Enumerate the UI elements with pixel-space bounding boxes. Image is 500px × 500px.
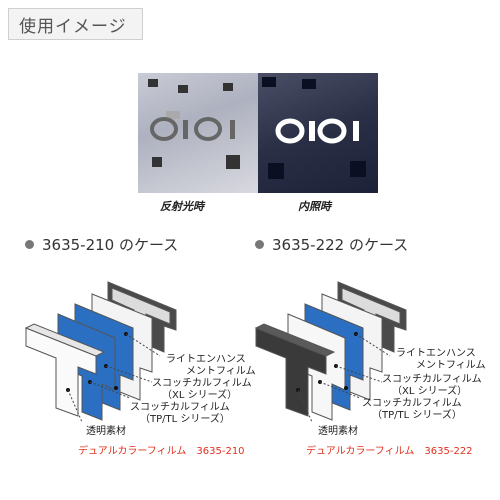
layer-diagram-222	[254, 281, 407, 423]
photo-reflected-light	[138, 73, 258, 193]
case-title-222-text: 3635-222 のケース	[272, 236, 409, 254]
case-title-210-text: 3635-210 のケース	[42, 236, 179, 254]
case-title-222: 3635-222 のケース	[255, 234, 408, 255]
sign-reflect-graphic	[148, 79, 240, 169]
bullet-icon	[255, 240, 264, 249]
case-title-210: 3635-210 のケース	[25, 234, 178, 255]
label-light-enhancement-222: ライトエンハンス メントフィルム	[396, 348, 486, 371]
label-scotchcal-tp-210: スコッチカルフィルム （TP/TL シリーズ）	[130, 402, 230, 425]
section-title: 使用イメージ	[8, 8, 143, 40]
bullet-icon	[25, 240, 34, 249]
photo-internal-lighting	[258, 73, 378, 193]
label-dual-color-210: デュアルカラーフィルム 3635-210	[78, 446, 245, 457]
label-clear-210: 透明素材	[86, 426, 126, 437]
label-clear-222: 透明素材	[318, 426, 358, 437]
label-scotchcal-xl-222: スコッチカルフィルム （XL シリーズ）	[382, 374, 482, 397]
caption-reflected: 反射光時	[160, 200, 204, 213]
label-dual-color-222: デュアルカラーフィルム 3635-222	[306, 446, 473, 457]
layer-diagram-210	[24, 281, 177, 423]
label-light-enhancement-210: ライトエンハンス メントフィルム	[166, 354, 256, 377]
label-scotchcal-tp-222: スコッチカルフィルム （TP/TL シリーズ）	[362, 398, 462, 421]
caption-internal: 内照時	[298, 200, 331, 213]
label-scotchcal-xl-210: スコッチカルフィルム （XL シリーズ）	[152, 378, 252, 401]
sign-internal-graphic	[262, 77, 366, 179]
section-title-text: 使用イメージ	[19, 16, 127, 37]
